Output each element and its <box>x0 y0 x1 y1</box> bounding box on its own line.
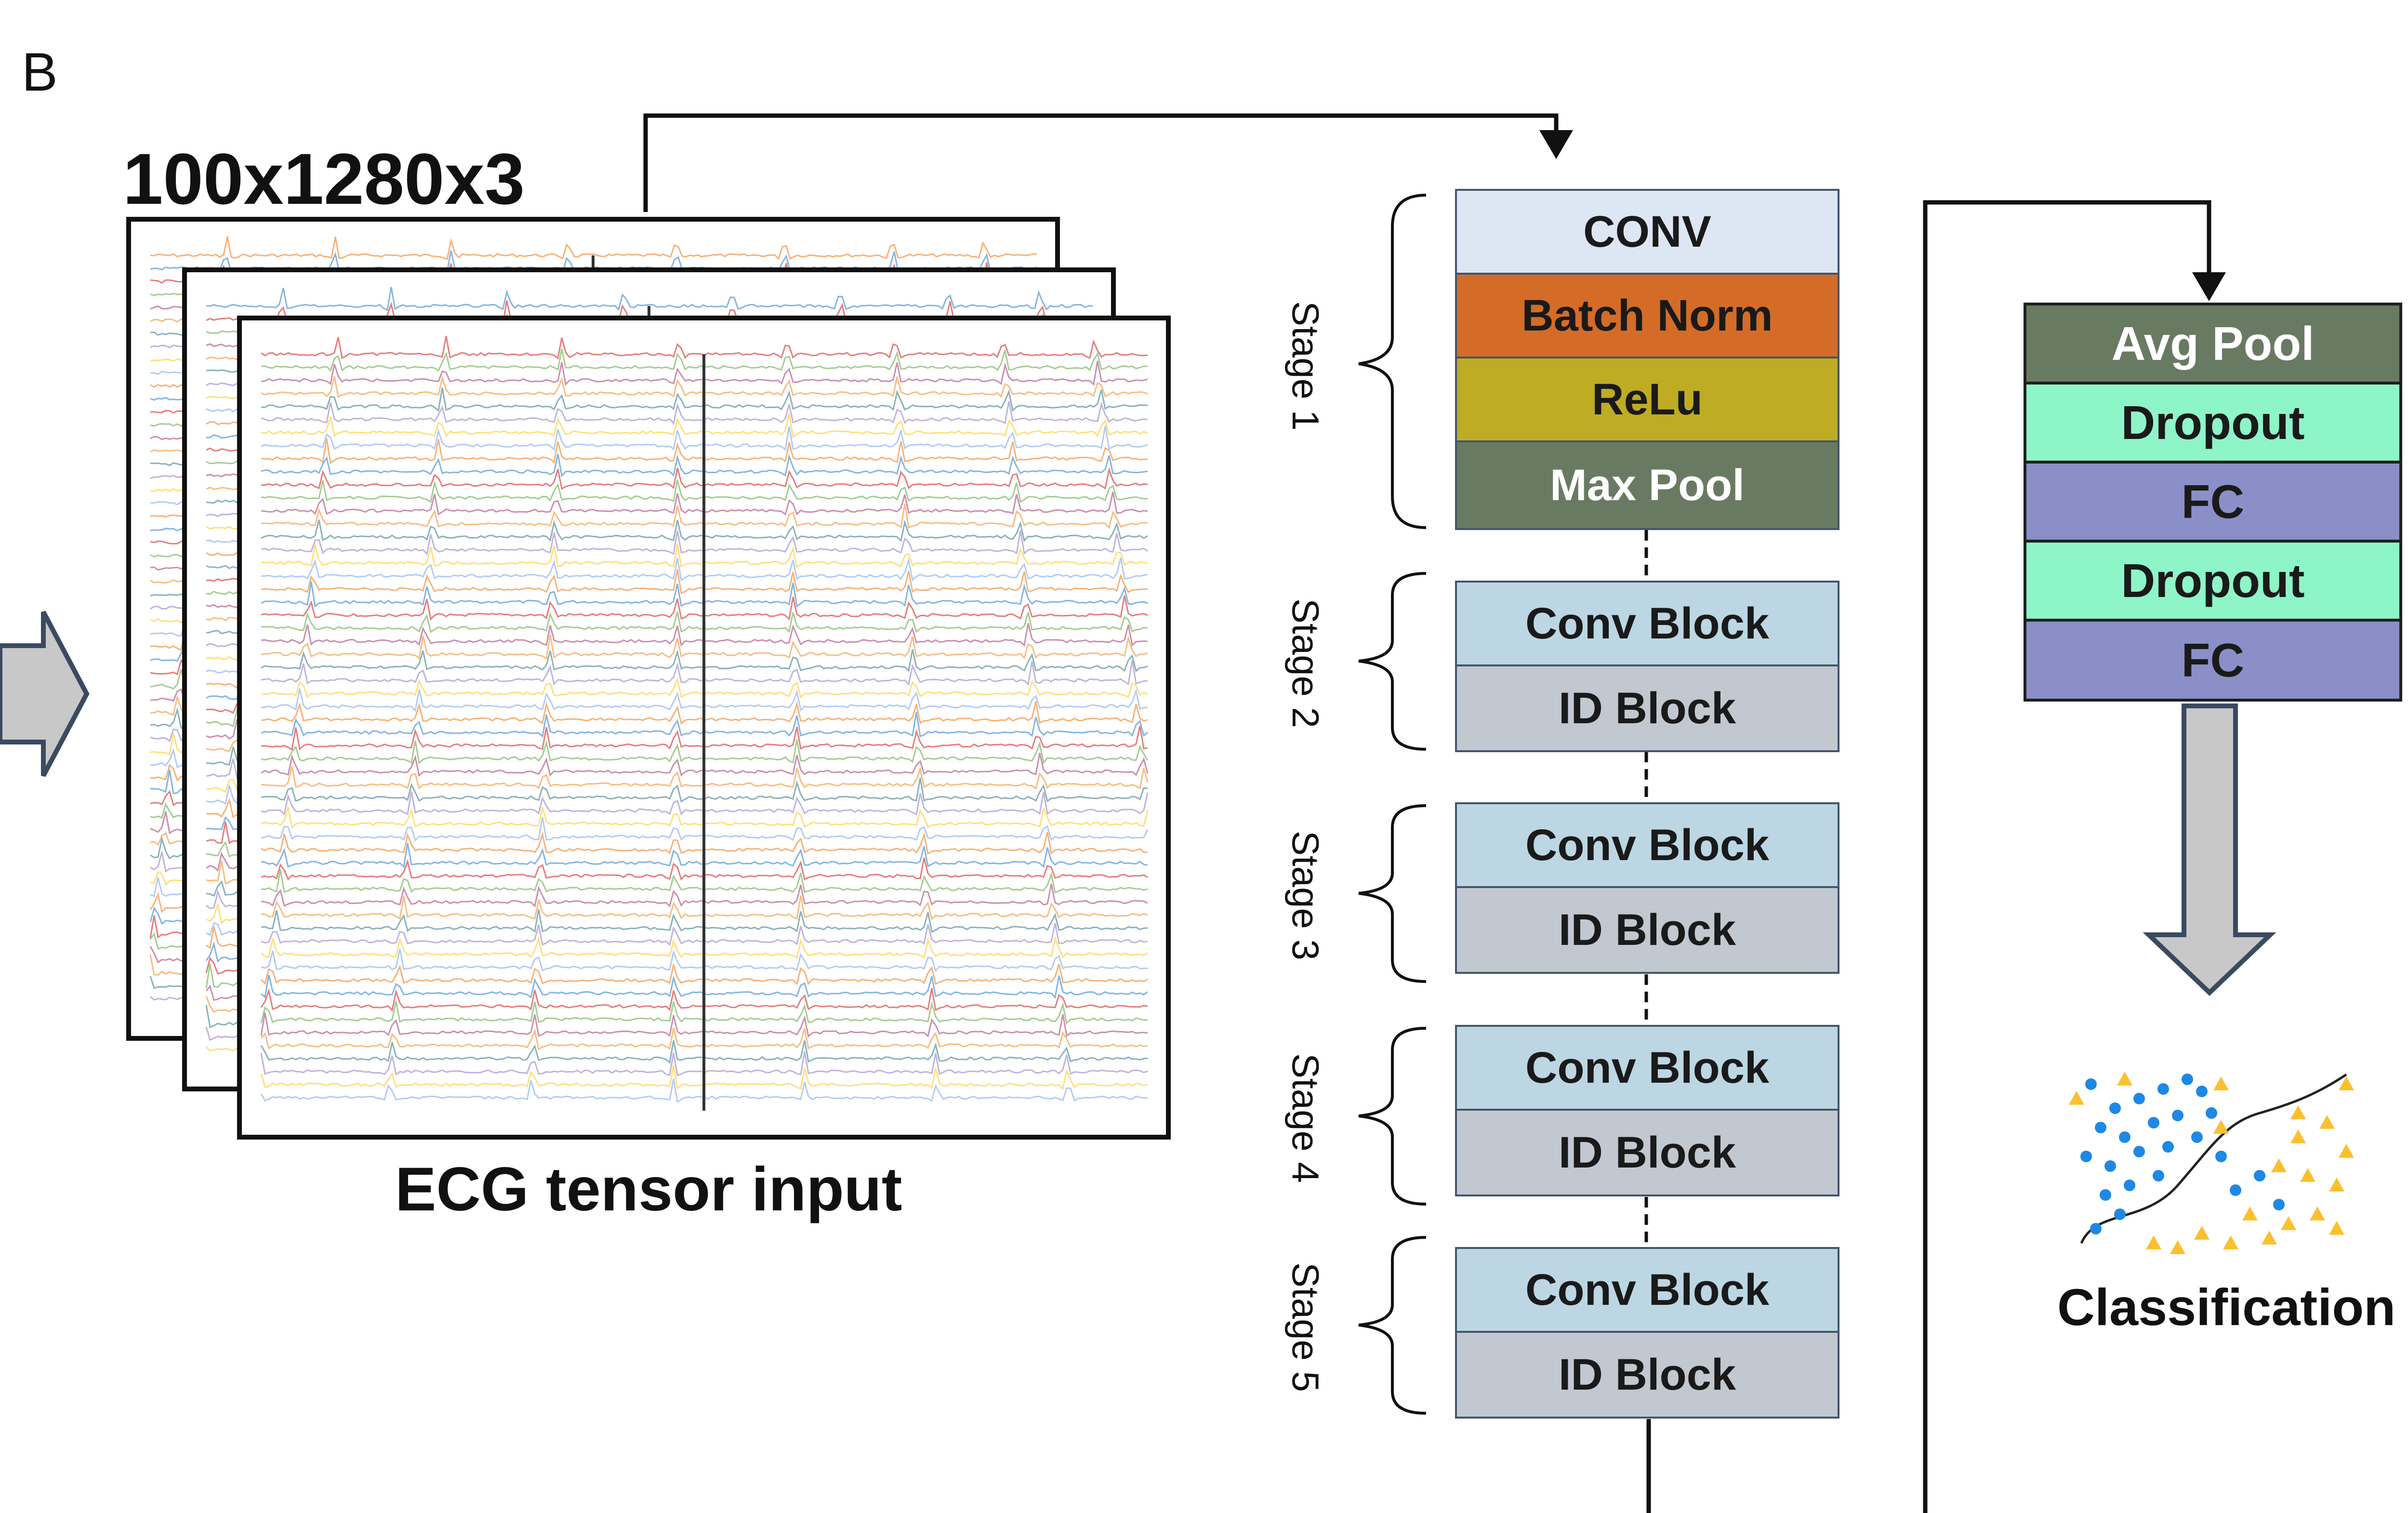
class-a-dot <box>2133 1146 2145 1157</box>
brace-stage-5 <box>1358 1236 1427 1415</box>
class-a-dot <box>2148 1117 2159 1128</box>
head-connector-line <box>1923 200 2211 1513</box>
class-b-triangle <box>2271 1158 2287 1172</box>
class-b-triangle <box>2213 1076 2229 1090</box>
stage-5-label: Stage 5 <box>1284 1262 1327 1392</box>
class-b-triangle <box>2146 1235 2161 1249</box>
class-b-triangle <box>2170 1240 2185 1254</box>
classification-icon <box>2069 1072 2354 1254</box>
brace-stage-2 <box>1358 572 1427 751</box>
class-a-dot <box>2090 1223 2102 1234</box>
class-b-triangle <box>2310 1207 2325 1221</box>
class-b-triangle <box>2194 1226 2210 1240</box>
head-connector-arrowhead <box>2192 272 2226 301</box>
brace-stage-4 <box>1358 1027 1427 1206</box>
ecg-traces-front <box>260 335 1149 1111</box>
max-pool-layer: Max Pool <box>1455 440 1839 530</box>
class-b-triangle <box>2300 1168 2315 1182</box>
stage-2-id-block: ID Block <box>1455 664 1839 752</box>
class-a-dot <box>2172 1110 2183 1121</box>
head-down-arrow <box>2143 703 2276 996</box>
class-b-triangle <box>2290 1105 2306 1119</box>
stage-3-id-block: ID Block <box>1455 886 1839 974</box>
class-a-dot <box>2273 1199 2285 1210</box>
class-a-dot <box>2080 1151 2092 1162</box>
class-a-dot <box>2104 1160 2116 1172</box>
ecg-trace <box>206 287 1093 311</box>
class-b-triangle <box>2329 1178 2344 1192</box>
brace-stage-1 <box>1358 194 1427 529</box>
stage-2-conv-block: Conv Block <box>1455 581 1839 666</box>
class-b-triangle <box>2329 1221 2344 1235</box>
stage-4-id-block: ID Block <box>1455 1109 1839 1196</box>
stage-3-conv-block: Conv Block <box>1455 802 1839 888</box>
class-b-triangle <box>2213 1120 2229 1134</box>
top-connector-line <box>643 113 1559 212</box>
class-a-dot <box>2109 1102 2121 1114</box>
conv-layer: CONV <box>1455 189 1839 275</box>
class-a-dot <box>2162 1141 2174 1153</box>
class-a-dot <box>2095 1122 2106 1133</box>
stage-1-label: Stage 1 <box>1284 301 1327 431</box>
class-a-dot <box>2157 1083 2169 1095</box>
class-a-dot <box>2206 1107 2217 1119</box>
class-b-triangle <box>2281 1216 2296 1230</box>
class-b-triangle <box>2069 1091 2084 1105</box>
fc-layer-1: FC <box>2024 461 2402 543</box>
class-a-dot <box>2191 1131 2203 1143</box>
panel-letter: B <box>22 42 58 102</box>
dropout-layer-1: Dropout <box>2024 382 2402 464</box>
class-a-dot <box>2119 1131 2130 1143</box>
class-b-triangle <box>2290 1129 2306 1143</box>
stage-2-label: Stage 2 <box>1284 598 1327 728</box>
class-a-dot <box>2100 1189 2111 1201</box>
stage-4-conv-block: Conv Block <box>1455 1025 1839 1111</box>
class-b-triangle <box>2319 1115 2335 1129</box>
ecg-trace <box>150 236 1037 261</box>
class-a-dot <box>2133 1093 2145 1104</box>
class-a-dot <box>2196 1086 2208 1097</box>
class-a-dot <box>2114 1208 2126 1220</box>
batch-norm-layer: Batch Norm <box>1455 273 1839 358</box>
relu-layer: ReLu <box>1455 357 1839 442</box>
ecg-input-label: ECG tensor input <box>395 1155 902 1224</box>
avg-pool-layer: Avg Pool <box>2024 303 2402 385</box>
ecg-frame-front <box>237 316 1171 1140</box>
input-arrow <box>0 611 90 777</box>
class-b-triangle <box>2339 1076 2354 1090</box>
stage-5-conv-block: Conv Block <box>1455 1247 1839 1333</box>
class-a-dot <box>2153 1170 2164 1181</box>
dropout-layer-2: Dropout <box>2024 540 2402 622</box>
class-b-triangle <box>2242 1207 2258 1221</box>
class-b-triangle <box>2262 1231 2277 1245</box>
class-b-triangle <box>2223 1235 2238 1249</box>
class-a-dot <box>2215 1151 2227 1162</box>
class-a-dot <box>2085 1078 2097 1090</box>
class-a-dot <box>2254 1170 2265 1181</box>
stage-4-label: Stage 4 <box>1284 1053 1327 1183</box>
stage-5-id-block: ID Block <box>1455 1331 1839 1419</box>
class-b-triangle <box>2339 1144 2354 1158</box>
class-a-dot <box>2124 1180 2135 1191</box>
input-dimensions-label: 100x1280x3 <box>123 138 525 219</box>
stage-3-label: Stage 3 <box>1284 831 1327 960</box>
top-connector-arrowhead <box>1539 130 1573 159</box>
class-b-triangle <box>2117 1072 2132 1086</box>
fc-layer-2: FC <box>2024 619 2402 702</box>
class-a-dot <box>2182 1074 2193 1085</box>
brace-stage-3 <box>1358 804 1427 983</box>
classification-label: Classification <box>2057 1278 2396 1336</box>
class-a-dot <box>2230 1184 2241 1196</box>
